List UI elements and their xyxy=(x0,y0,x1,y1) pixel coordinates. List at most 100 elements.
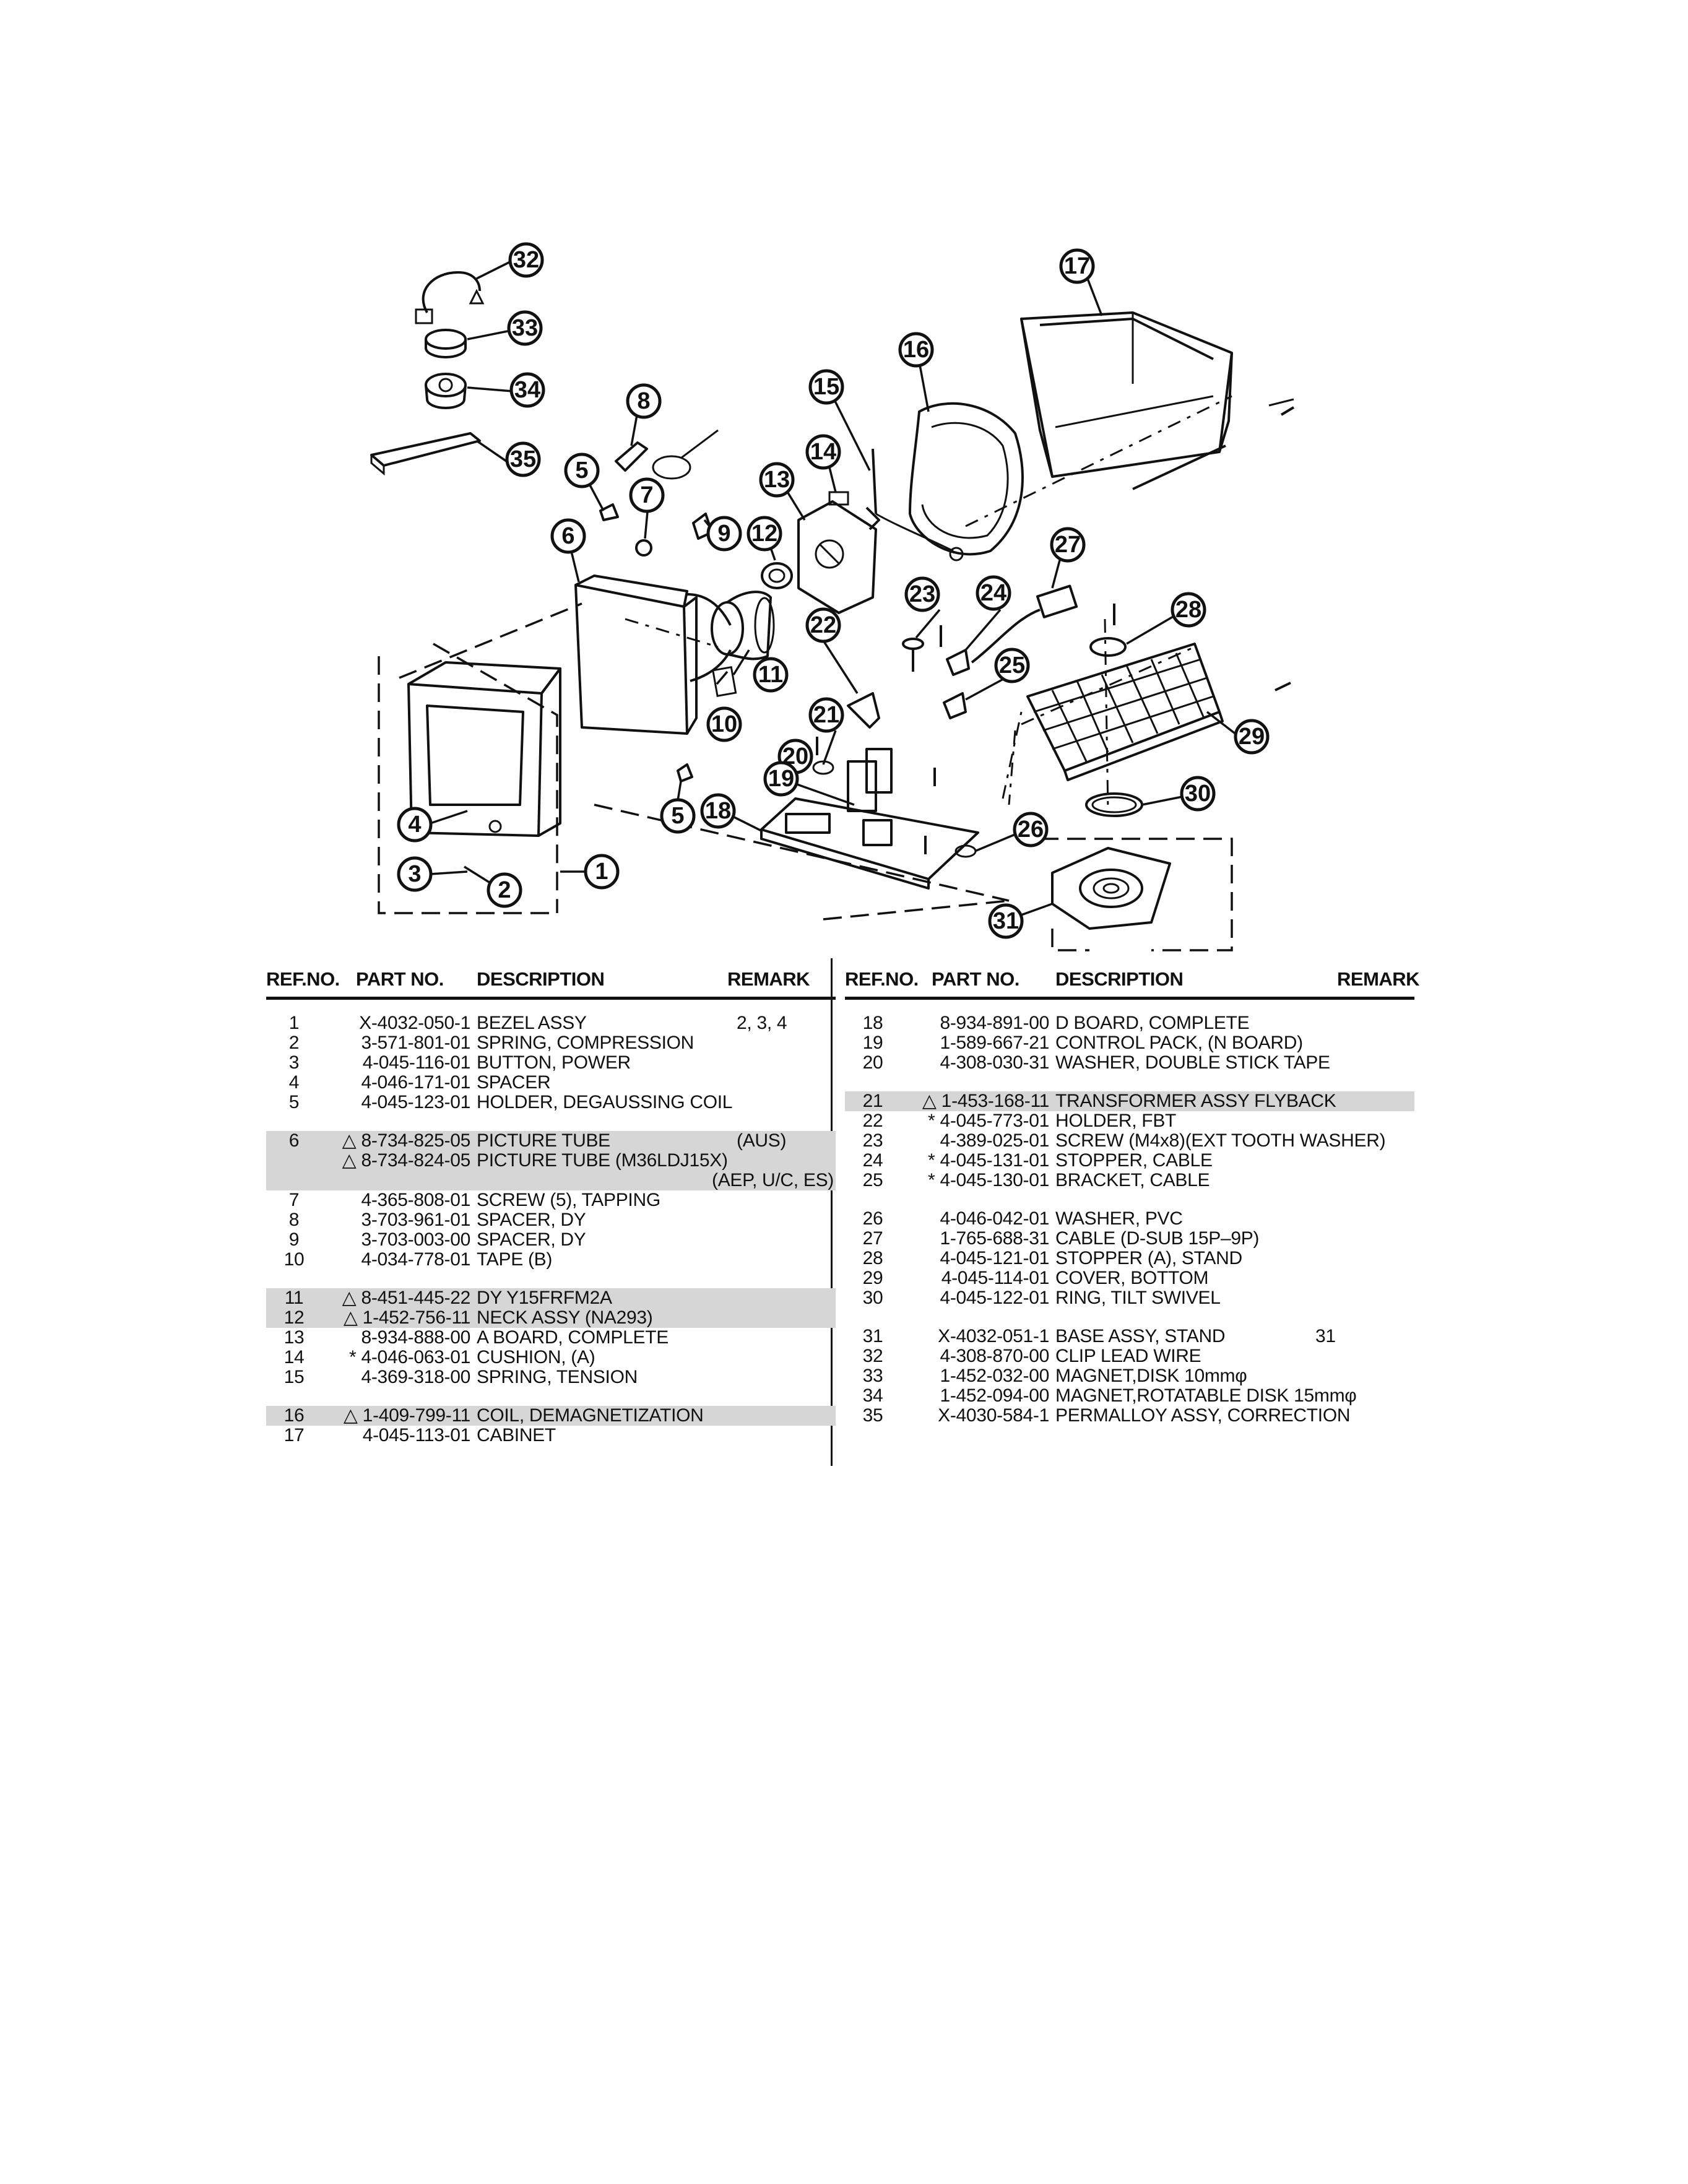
clip-lead-wire-part xyxy=(415,271,485,324)
row-part-no: △ 8-451-445-22 xyxy=(342,1288,471,1308)
svg-text:19: 19 xyxy=(768,766,794,792)
row-description: BRACKET, CABLE xyxy=(1055,1170,1210,1190)
stopper-a-part xyxy=(1089,637,1127,657)
row-description: STOPPER, CABLE xyxy=(1055,1150,1213,1171)
degaussing-coil-part xyxy=(875,402,1024,561)
callout-24: 24 xyxy=(976,575,1011,611)
callout-12: 12 xyxy=(747,516,782,552)
row-part-no: △ 1-453-168-11 xyxy=(922,1091,1049,1111)
svg-text:14: 14 xyxy=(810,439,836,465)
svg-text:6: 6 xyxy=(561,523,574,549)
table-row: (AEP, U/C, ES) xyxy=(266,1171,836,1190)
svg-text:3: 3 xyxy=(408,861,421,887)
row-description: TRANSFORMER ASSY FLYBACK xyxy=(1055,1091,1336,1111)
neck-assy-part xyxy=(761,562,793,589)
row-part-no: 4-365-808-01 xyxy=(361,1190,470,1210)
callout-29: 29 xyxy=(1234,719,1270,755)
screw-marks xyxy=(816,406,1295,854)
row-ref-no: 31 xyxy=(862,1326,883,1346)
row-ref-no: 6 xyxy=(288,1130,300,1151)
svg-text:22: 22 xyxy=(810,612,836,638)
picture-tube-part xyxy=(574,574,732,735)
row-ref-no: 21 xyxy=(862,1091,883,1111)
row-ref-no: 18 xyxy=(862,1013,883,1033)
spacer-dy-disc-part xyxy=(652,455,691,480)
degaussing-holder-lower-part xyxy=(677,763,693,782)
row-part-no: 3-703-003-00 xyxy=(361,1229,470,1250)
row-part-no: X-4030-584-1 xyxy=(938,1405,1049,1426)
row-description: HOLDER, FBT xyxy=(1055,1111,1177,1131)
callout-8: 8 xyxy=(626,383,662,419)
cushion-part xyxy=(828,491,849,506)
row-description: SPACER xyxy=(477,1072,551,1093)
header-description: DESCRIPTION xyxy=(1055,968,1184,990)
row-description: SCREW (M4x8)(EXT TOOTH WASHER) xyxy=(1055,1130,1386,1151)
row-part-no: 4-308-870-00 xyxy=(940,1346,1049,1366)
svg-text:24: 24 xyxy=(980,580,1006,606)
table-row: 21 △ 1-453-168-11 TRANSFORMER ASSY FLYBACK xyxy=(845,1091,1414,1111)
callout-5b: 5 xyxy=(660,798,696,834)
row-part-no: 4-389-025-01 xyxy=(940,1130,1049,1151)
callout-33: 33 xyxy=(507,310,543,346)
callout-16: 16 xyxy=(898,332,934,368)
svg-text:26: 26 xyxy=(1018,817,1044,843)
row-ref-no: 13 xyxy=(283,1327,305,1348)
row-description: MAGNET,DISK 10mmφ xyxy=(1055,1366,1247,1386)
row-description: BEZEL ASSY xyxy=(477,1013,587,1033)
callout-2: 2 xyxy=(487,872,522,908)
row-part-no: 4-034-778-01 xyxy=(361,1249,470,1270)
callout-14: 14 xyxy=(805,434,841,470)
row-description: COVER, BOTTOM xyxy=(1055,1268,1209,1288)
spacer-dy-part xyxy=(615,441,648,472)
row-ref-no: 9 xyxy=(288,1229,300,1250)
row-ref-no: 1 xyxy=(288,1013,300,1033)
row-part-no: 4-308-030-31 xyxy=(940,1052,1049,1073)
row-part-no: 8-934-891-00 xyxy=(940,1013,1049,1033)
row-description: CABINET xyxy=(477,1425,556,1445)
row-ref-no: 19 xyxy=(862,1033,883,1053)
row-description: BASE ASSY, STAND xyxy=(1055,1326,1226,1346)
row-description: RING, TILT SWIVEL xyxy=(1055,1288,1221,1308)
row-ref-no: 22 xyxy=(862,1111,883,1131)
spacer-dy-wire xyxy=(680,429,719,459)
row-part-no: 1-765-688-31 xyxy=(940,1228,1049,1249)
row-part-no: 8-934-888-00 xyxy=(361,1327,470,1348)
row-ref-no: 5 xyxy=(288,1092,300,1112)
deflection-yoke-part xyxy=(711,591,775,661)
row-part-no: 4-046-171-01 xyxy=(361,1072,470,1093)
header-ref: REF.NO. xyxy=(845,968,919,990)
a-board-part xyxy=(797,500,877,614)
callout-9: 9 xyxy=(706,516,742,552)
row-part-no: * 4-045-773-01 xyxy=(928,1111,1049,1131)
row-description: CLIP LEAD WIRE xyxy=(1055,1346,1201,1366)
row-part-no: 4-046-042-01 xyxy=(940,1208,1049,1229)
row-description: MAGNET,ROTATABLE DISK 15mmφ xyxy=(1055,1385,1357,1406)
tilt-swivel-ring-part xyxy=(1085,792,1143,817)
row-description: SPRING, TENSION xyxy=(477,1367,638,1387)
row-description: D BOARD, COMPLETE xyxy=(1055,1013,1250,1033)
svg-text:23: 23 xyxy=(909,581,935,607)
rotatable-magnet-part xyxy=(425,373,467,409)
callout-6: 6 xyxy=(550,518,586,554)
row-ref-no: 2 xyxy=(288,1033,300,1053)
row-part-no: 3-571-801-01 xyxy=(361,1033,470,1053)
row-description: PICTURE TUBE (M36LDJ15X) xyxy=(477,1150,728,1171)
row-part-no: 4-045-122-01 xyxy=(940,1288,1049,1308)
callout-35: 35 xyxy=(505,441,541,477)
svg-text:11: 11 xyxy=(758,662,783,688)
row-part-no: 4-045-114-01 xyxy=(941,1268,1050,1288)
callout-13: 13 xyxy=(759,462,795,498)
svg-text:17: 17 xyxy=(1064,253,1090,279)
